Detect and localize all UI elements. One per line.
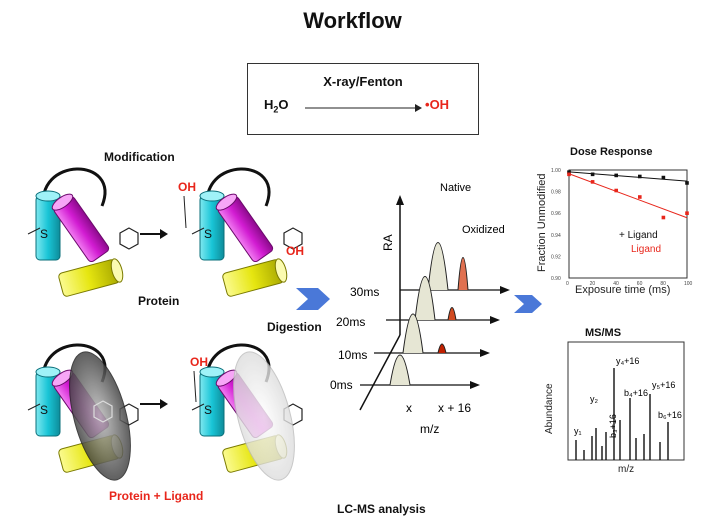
dose-y-label: Fraction Unmodified [536,174,548,272]
arrow-modification [140,229,168,239]
reaction-condition: X-ray/Fenton [323,74,403,89]
msms-y-label: Abundance [544,383,555,434]
analysis-arrow [514,295,542,313]
lcms-y-label: RA [381,234,395,251]
peak-y4: y₄+16 [616,356,639,366]
dose-y-tick: 0.92 [551,254,561,260]
time-0ms: 0ms [330,378,353,392]
oxidized-label: Oxidized [462,224,505,236]
dose-point [614,173,618,178]
dose-point [661,175,666,180]
dose-title: Dose Response [570,146,653,158]
lcms-x-label: m/z [420,422,439,436]
dose-y-tick: 0.90 [551,276,561,282]
legend-ligand: Ligand [631,244,661,255]
reaction-box: X-ray/Fenton H2O •OH [247,63,479,135]
reactant-water: H2O [264,97,289,115]
msms-chart: Abundance m/z y₁ y₂ b₃+16 y₄+16 b₄+16 y₅… [544,341,685,475]
dose-x-tick: 0 [566,281,569,287]
msms-x-label: m/z [618,464,634,475]
dose-fit-line [568,173,688,219]
page-title: Workflow [303,8,402,33]
dose-point [614,188,618,193]
digestion-label: Digestion [267,320,322,334]
dose-x-label: Exposure time (ms) [575,284,670,296]
protein-label: Protein [138,294,180,308]
dose-point [638,174,642,179]
digestion-arrow [296,288,330,310]
time-20ms: 20ms [336,315,365,329]
tick-x16: x + 16 [438,401,471,415]
peak-b3: b₃+16 [608,414,618,438]
reaction-arrow [305,104,422,112]
dose-point [567,172,571,177]
dose-x-tick: 60 [637,281,643,287]
protein-ligand-oxidized [190,343,304,481]
modification-label: Modification [104,150,175,164]
protein-ligand-complex [26,343,140,481]
lcms-caption: LC-MS analysis [337,502,426,516]
oh-label-ligand: OH [190,355,208,369]
oh-label-ring: OH [286,244,304,258]
peak-y2: y₂ [590,394,599,404]
oh-label-s: OH [178,180,196,194]
dose-x-tick: 20 [590,281,596,287]
legend-plus-ligand: + Ligand [619,230,658,241]
dose-x-tick: 100 [684,281,693,287]
dose-x-tick: 80 [660,281,666,287]
time-10ms: 10ms [338,348,367,362]
peak-b6: b₆+16 [658,410,682,420]
hydroxyl-radical: •OH [425,97,450,112]
peak-y5: y₅+16 [652,380,675,390]
dose-y-tick: 0.96 [551,211,561,217]
dose-fit-line [568,171,688,182]
dose-y-tick: 0.94 [551,233,561,239]
peak-b4: b₄+16 [624,388,648,398]
native-label: Native [440,182,471,194]
tick-x: x [406,401,412,415]
protein-oxidized [190,167,304,299]
lcms-stack: RA Native Oxidized 30ms 20ms 10ms 0ms x … [330,182,510,436]
msms-title: MS/MS [585,327,622,339]
dose-y-tick: 0.98 [551,190,561,196]
dose-point [685,211,689,215]
dose-point [590,180,595,184]
dose-point [590,172,595,177]
protein-native [26,167,140,299]
msms-peaks [575,368,669,460]
peak-y1: y₁ [574,426,582,436]
dose-point [567,170,571,174]
protein-ligand-label: Protein + Ligand [109,489,204,503]
dose-point [638,195,642,199]
dose-chart: Fraction Unmodified Exposure time (ms) +… [536,168,693,296]
dose-point [685,181,689,185]
dose-x-tick: 40 [613,281,619,287]
dose-y-tick: 1.00 [551,168,561,174]
dose-point [661,215,666,220]
time-30ms: 30ms [350,285,379,299]
arrow-ligand [140,399,168,409]
